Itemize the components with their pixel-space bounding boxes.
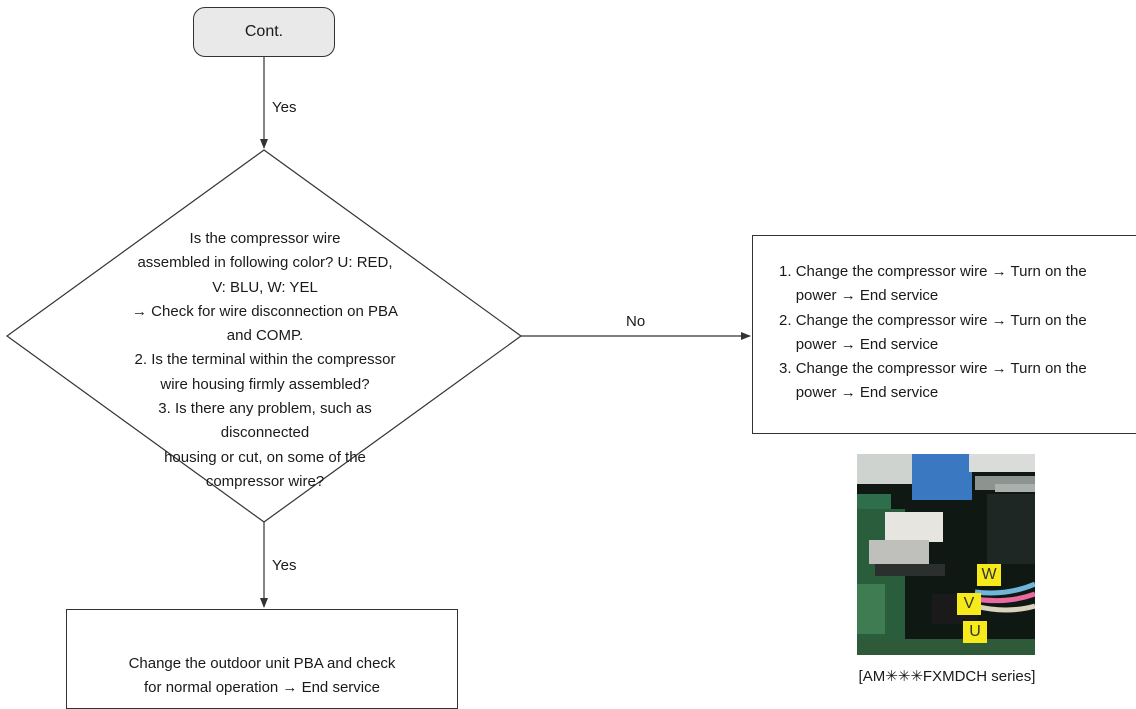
action-number: 3. [779,360,792,378]
wire-label-u: U [963,621,987,643]
no-label: No [626,313,646,330]
flowchart-canvas [5,57,751,608]
action-number: 1. [779,263,792,280]
action-text: Change the compressor wire → Turn on the… [795,360,1087,402]
photo-caption: [AM✳✳✳FXMDCH series] [858,668,1036,685]
start-node: Cont. [193,7,335,57]
action-number: 2. [779,311,792,329]
bottom-action-box: Change the outdoor unit PBA and check fo… [66,609,458,709]
action-item: 3. Change the compressor wire → Turn on … [779,357,1136,406]
wire-label-w: W [977,564,1001,586]
yes-label-bottom: Yes [272,557,297,574]
compressor-wire-photo: W V U [857,454,1035,655]
yes-label-top: Yes [272,99,297,116]
action-box: 1. Change the compressor wire → Turn on … [752,235,1136,434]
action-item: 2. Change the compressor wire → Turn on … [779,309,1136,358]
action-item: 1. Change the compressor wire → Turn on … [779,260,1136,309]
bottom-action-text: Change the outdoor unit PBA and check fo… [128,655,396,696]
photo-illustration [857,454,1035,655]
decision-question: Is the compressor wire assembled in foll… [132,230,398,490]
action-text: Change the compressor wire → Turn on the… [795,311,1087,353]
start-node-label: Cont. [244,23,284,40]
wire-label-v: V [957,593,981,615]
action-text: Change the compressor wire → Turn on the… [795,263,1087,305]
